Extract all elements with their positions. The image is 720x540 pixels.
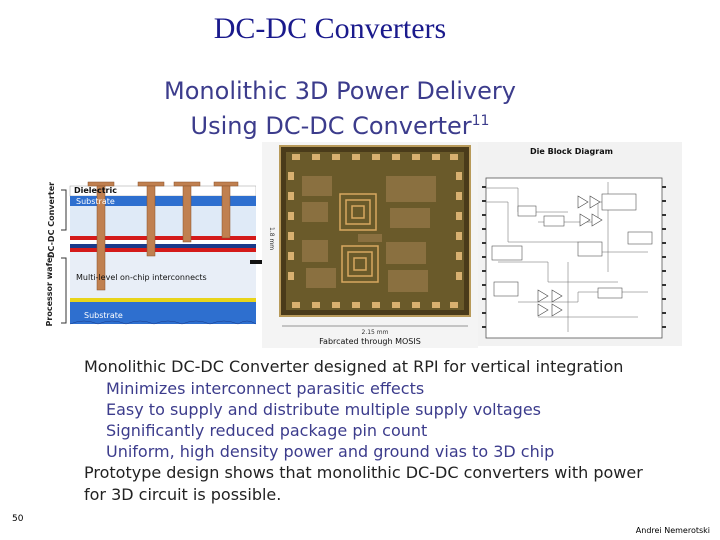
bullet-main-2-line-1: Prototype design shows that monolithic D… <box>84 462 684 484</box>
brace-converter <box>61 190 66 230</box>
die-height-dim: 1.8 mm <box>268 227 275 250</box>
bullet-list: Monolithic DC-DC Converter designed at R… <box>84 356 684 506</box>
side-label-processor: Processor wafer <box>45 254 54 327</box>
die-caption: Fabrcated through MOSIS <box>319 337 421 346</box>
die-block-diagram: Die Block Diagram <box>478 142 682 346</box>
label-dielectric: Dielectric <box>74 186 117 195</box>
block-diagram-title: Die Block Diagram <box>530 147 613 156</box>
subtitle-line-2-text: Using DC-DC Converter <box>191 112 472 140</box>
bullet-sub-4: Uniform, high density power and ground v… <box>84 441 684 462</box>
slide-title: DC-DC Converters <box>0 12 660 46</box>
die-width-dim: 2.15 mm <box>362 329 389 336</box>
bullet-sub-2: Easy to supply and distribute multiple s… <box>84 399 684 420</box>
cross-section-diagram: DC-DC Converter Processor wafer Dielectr… <box>44 178 256 328</box>
yellow-layer <box>70 298 256 302</box>
bullet-main-2-line-2: for 3D circuit is possible. <box>84 484 684 506</box>
author-footer: Andrei Nemerotski <box>636 526 710 535</box>
bullet-main-1: Monolithic DC-DC Converter designed at R… <box>84 356 684 378</box>
subtitle-line-2: Using DC-DC Converter11 <box>120 106 560 141</box>
subtitle-reference: 11 <box>472 113 490 129</box>
subtitle-line-1: Monolithic 3D Power Delivery <box>120 76 560 106</box>
label-substrate-bottom: Substrate <box>84 311 123 320</box>
bullet-sub-1: Minimizes interconnect parasitic effects <box>84 378 684 399</box>
label-substrate-top: Substrate <box>76 197 115 206</box>
page-number: 50 <box>12 514 23 524</box>
label-interconnects: Multi-level on-chip interconnects <box>76 273 207 282</box>
slide-subtitle: Monolithic 3D Power Delivery Using DC-DC… <box>120 76 560 141</box>
die-photo: 1.8 mm 2.15 mm Fabrcated through MOSIS <box>262 142 478 348</box>
bullet-sub-3: Significantly reduced package pin count <box>84 420 684 441</box>
brace-processor <box>61 258 66 323</box>
side-label-converter: DC-DC Converter <box>47 182 56 258</box>
